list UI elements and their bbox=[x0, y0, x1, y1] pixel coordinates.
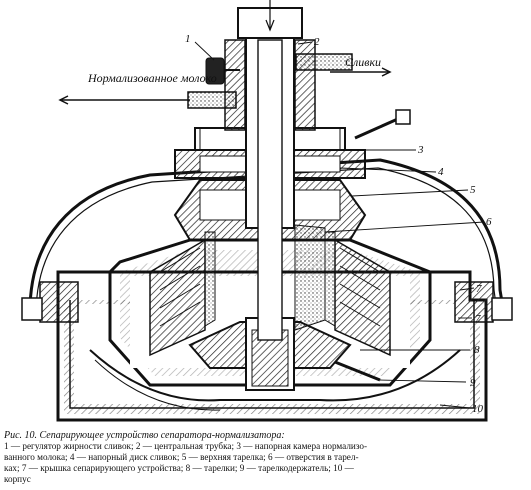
skim-outlet bbox=[295, 53, 392, 77]
label-skim-outlet: Сливки bbox=[345, 55, 381, 69]
callout-number: 7 bbox=[476, 283, 482, 295]
callout-numbers: 1 2 3 4 5 6 7 7 8 9 10 bbox=[185, 33, 492, 415]
callout-number: 10 bbox=[472, 403, 484, 415]
callout-number: 4 bbox=[438, 166, 444, 178]
leader-lines bbox=[194, 41, 485, 409]
callout-number: 5 bbox=[470, 184, 476, 196]
figure-caption: Рис. 10. Сепарирующее устройство сепарат… bbox=[4, 430, 527, 488]
callout-number: 7 bbox=[475, 313, 481, 325]
callout-number: 1 bbox=[185, 33, 191, 45]
callout-number: 3 bbox=[417, 144, 424, 156]
cream-regulator bbox=[205, 57, 240, 85]
caption-line: 1 — регулятор жирности сливок; 2 — центр… bbox=[4, 441, 368, 451]
callout-number: 2 bbox=[314, 36, 320, 48]
caption-line: ванного молока; 4 — напорный диск сливок… bbox=[4, 452, 359, 462]
disc-stack bbox=[149, 224, 391, 357]
caption-title: Рис. 10. Сепарирующее устройство сепарат… bbox=[4, 430, 285, 441]
callout-number: 6 bbox=[486, 216, 492, 228]
separator-cover bbox=[28, 158, 507, 321]
label-normalized-milk: Нормализованное молоко bbox=[87, 71, 217, 85]
callout-number: 9 bbox=[470, 377, 476, 389]
normalized-milk-outlet bbox=[58, 91, 237, 109]
caption-line: ках; 7 — крышка сепарирующего устройства… bbox=[4, 463, 354, 473]
cover-screw bbox=[354, 109, 411, 140]
caption-line: корпус bbox=[4, 474, 31, 484]
callout-number: 8 bbox=[474, 344, 480, 356]
